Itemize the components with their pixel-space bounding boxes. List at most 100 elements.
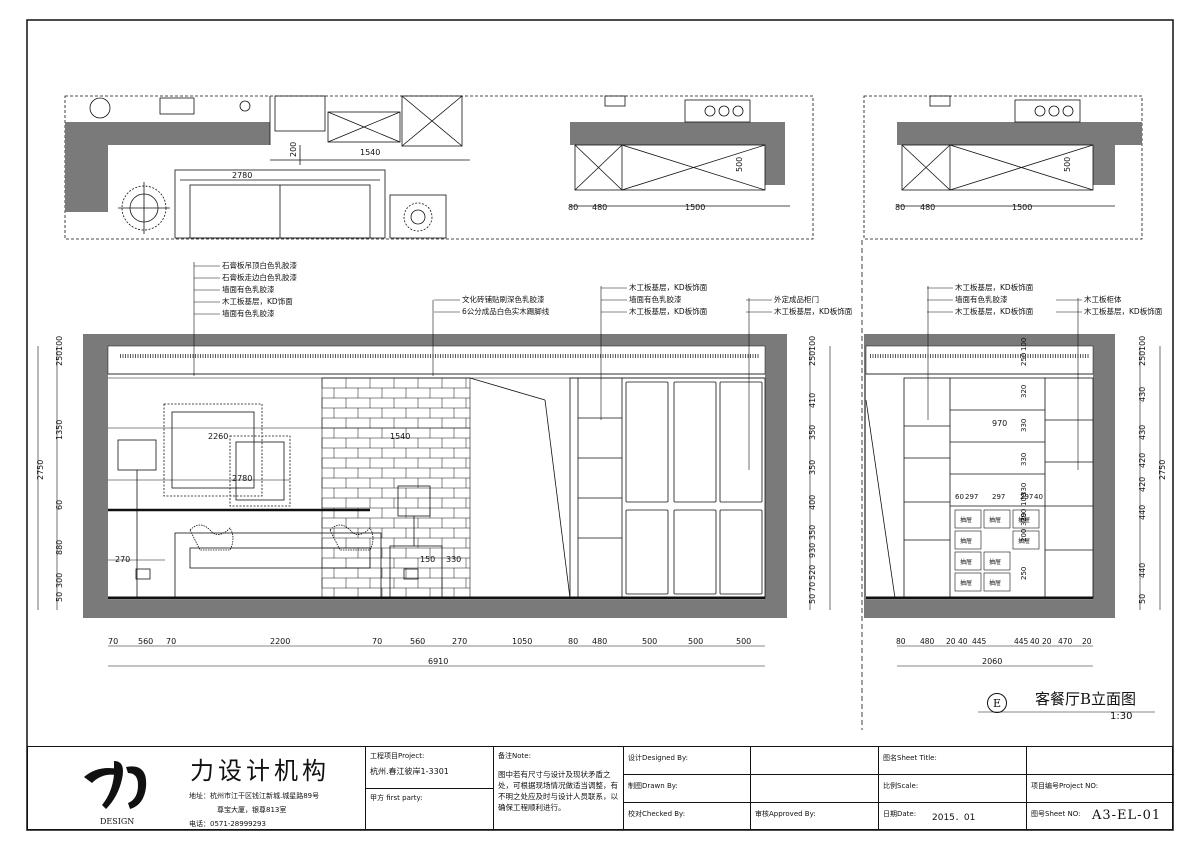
leader-label: 墙面有色乳胶漆 [629,294,682,304]
dim-label: 350 [808,425,817,440]
leader-label: 外定成品柜门 [774,294,819,304]
dim-label: 70 [808,582,817,592]
drawer-labels: 抽屉 抽屉 抽屉 抽屉 抽屉 抽屉 抽屉 抽屉 抽屉 [960,516,1030,587]
drawer-label: 抽屉 [960,516,972,524]
dim-label: 420 [1138,477,1147,492]
dim-label: 100 [1138,336,1147,351]
dim-label: 480 [920,637,935,646]
drawer-label: 抽屉 [989,516,1001,524]
title-block: DESIGN 力设计机构 地址：杭州市江干区钱江新城.城星路89号 尊宝大厦，银… [27,746,1174,830]
dim-label: 250 [808,351,817,366]
plan-view-right [861,95,1143,730]
drawer-label: 抽屉 [960,558,972,566]
dim-label: 200 [289,142,298,157]
leader-label: 石膏板走边白色乳胶漆 [222,272,297,282]
dim-label: 330 [1020,513,1028,526]
dim-label: 50 [808,594,817,604]
elevation-wall-frame [864,334,1115,618]
leader-label: 木工板基层，KD饰面 [222,296,293,306]
leader-label: 木工板基层，KD板饰面 [629,306,708,316]
dim-label: 80 [568,637,578,646]
project-label: 工程项目Project: [370,752,425,760]
dim-label: 70 [166,637,176,646]
dim-label: 2750 [36,460,45,480]
sheet-no-label: 图号Sheet NO: [1031,810,1081,818]
dim-label: 2260 [208,432,228,441]
first-party-label: 甲方 first party: [370,794,423,802]
dim-label: 560 [138,637,153,646]
leader-label: 木工板柜体 [1084,294,1122,304]
dim-label: 297 [992,493,1005,501]
leader-label: 6公分成品白色实木踢脚线 [462,306,550,316]
dim-label: 500 [736,637,751,646]
scale-label: 比例Scale: [883,782,919,790]
cabinet [569,377,766,599]
plan-view-left [64,95,814,240]
dim-label: 420 [1138,453,1147,468]
dim-label: 200 [1020,529,1028,542]
dim-label: 440 [1138,505,1147,520]
dim-label: 330 [446,555,461,564]
dim-label: 350 [808,460,817,475]
vertical-dim-lines [37,346,1161,610]
dim-label: 250 [55,351,64,366]
dim-label: 880 [55,540,64,555]
bottom-dim-lines [108,645,1155,713]
drawer-label: 抽屉 [960,537,972,545]
leader-lines [193,262,1079,470]
dim-label: 500 [642,637,657,646]
dim-label: 100 [1020,338,1028,351]
dim-label: 20 [1042,637,1052,646]
dim-label: 50 [1138,594,1147,604]
dim-label: 40 [958,637,968,646]
dim-label: 480 [592,203,607,212]
dim-label: 270 [452,637,467,646]
dim-label: 60 [955,493,964,501]
leader-label: 木工板基层，KD板饰面 [629,282,708,292]
leader-label: 木工板基层，KD板饰面 [955,306,1034,316]
dim-label: 70 [108,637,118,646]
drawn-by-label: 制图Drawn By: [628,782,678,790]
drawing-scale: 1:30 [1110,711,1133,722]
dim-label: 350 [808,525,817,540]
firm-phone: 电话：0571-28999293 [189,820,266,828]
dim-label: 2060 [982,657,1002,666]
logo-caption: DESIGN [100,817,135,826]
dim-label: 470 [1058,637,1073,646]
dim-label: 500 [735,157,744,172]
drawing-title: 客餐厅B立面图 [1035,690,1137,708]
project-value: 杭州.春江彼岸1-3301 [370,767,449,776]
drawer-label: 抽屉 [1018,537,1030,545]
dim-label: 330 [1020,453,1028,466]
dim-label: 480 [592,637,607,646]
dim-label: 320 [1020,385,1028,398]
dim-label: 100 [1020,493,1028,506]
leader-label: 木工板基层，KD板饰面 [1084,306,1163,316]
dim-label: 100 [55,336,64,351]
firm-address-2: 尊宝大厦，银尊813室 [217,806,287,814]
note-label: 备注Note: [498,752,531,760]
leader-label: 木工板基层，KD板饰面 [955,282,1034,292]
dim-label: 1500 [1012,203,1032,212]
dim-label: 430 [1138,425,1147,440]
designed-by-label: 设计Designed By: [628,754,688,762]
dim-label: 2750 [1158,460,1167,480]
elevation-wall-frame [83,334,787,618]
elevation-right [864,334,1115,618]
dim-label: 330 [1020,419,1028,432]
dim-label: 440 [1138,563,1147,578]
dim-label: 560 [410,637,425,646]
leader-text-group: 石膏板吊顶白色乳胶漆石膏板走边白色乳胶漆墙面有色乳胶漆木工板基层，KD饰面墙面有… [194,260,1163,318]
dim-label: 20 [1082,637,1092,646]
dim-label: 2780 [232,171,252,180]
dim-label: 480 [920,203,935,212]
dim-label: 70 [372,637,382,646]
sheet-title-label: 图名Sheet Title: [883,754,937,762]
dim-label: 20 [946,637,956,646]
dim-label: 270 [115,555,130,564]
dim-label: 500 [688,637,703,646]
approved-by-label: 审核Approved By: [755,810,816,818]
firm-logo [78,755,154,813]
dim-label: 1540 [390,432,410,441]
